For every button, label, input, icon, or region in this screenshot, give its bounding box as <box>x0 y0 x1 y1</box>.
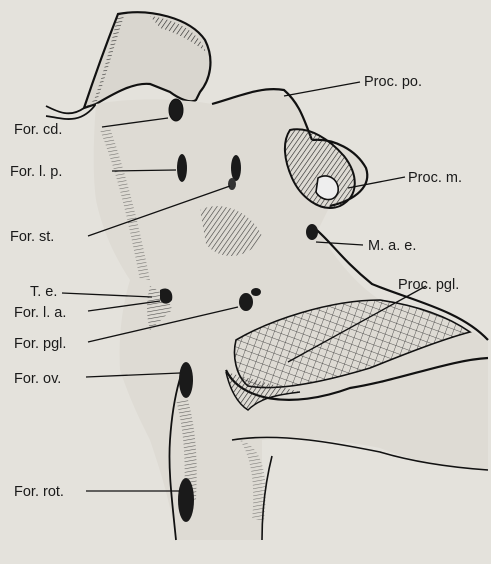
label-for-pgl: For. pgl. <box>14 336 66 352</box>
label-te: T. e. <box>30 284 57 300</box>
foramen-condyloid-shape <box>169 99 183 121</box>
label-for-cd: For. cd. <box>14 122 62 138</box>
foramen-rotundum-shape <box>178 478 194 522</box>
label-proc-pgl: Proc. pgl. <box>398 277 459 293</box>
label-for-st: For. st. <box>10 229 54 245</box>
foramen-lacerum-posterius-shape <box>177 154 187 182</box>
label-for-rot: For. rot. <box>14 484 64 500</box>
label-proc-po: Proc. po. <box>364 74 422 90</box>
foramen-stylomastoid-shape <box>228 178 236 190</box>
label-mae: M. a. e. <box>368 238 416 254</box>
meatus-shape <box>306 224 318 240</box>
label-for-ov: For. ov. <box>14 371 61 387</box>
label-proc-m: Proc. m. <box>408 170 462 186</box>
label-for-la: For. l. a. <box>14 305 66 321</box>
label-for-lp: For. l. p. <box>10 164 62 180</box>
foramen-ovale-shape <box>179 362 193 398</box>
foramen-postglenoid-shape <box>239 293 253 311</box>
